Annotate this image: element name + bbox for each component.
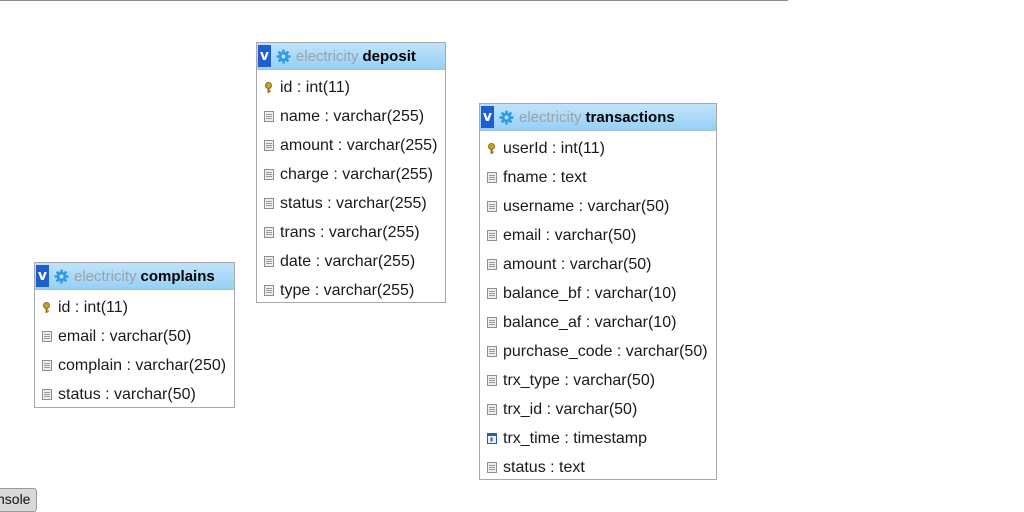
table-header[interactable]: v electricity complains: [35, 263, 234, 290]
column-icon: [486, 462, 497, 474]
column-row[interactable]: complain : varchar(250): [35, 351, 234, 380]
column-label: complain : varchar(250): [58, 356, 227, 374]
column-row[interactable]: status : text: [480, 453, 716, 482]
column-row[interactable]: balance_af : varchar(10): [480, 308, 716, 337]
gear-icon[interactable]: [275, 48, 291, 64]
table-name: transactions: [585, 108, 675, 126]
column-row[interactable]: amount : varchar(255): [257, 131, 445, 160]
primary-key-icon: [486, 142, 497, 155]
column-label: email : varchar(50): [503, 226, 637, 244]
table-header[interactable]: v electricity deposit: [257, 43, 445, 70]
column-icon: [263, 285, 274, 297]
column-row[interactable]: trx_time : timestamp: [480, 424, 716, 453]
column-icon: [486, 346, 497, 358]
column-icon: [486, 288, 497, 300]
column-row[interactable]: type : varchar(255): [257, 276, 445, 305]
column-label: balance_bf : varchar(10): [503, 284, 677, 302]
column-row[interactable]: name : varchar(255): [257, 102, 445, 131]
column-label: balance_af : varchar(10): [503, 313, 677, 331]
top-divider: [0, 0, 788, 1]
collapse-toggle-button[interactable]: v: [258, 45, 271, 67]
column-icon: [263, 227, 274, 239]
column-row[interactable]: email : varchar(50): [35, 322, 234, 351]
column-list: id : int(11) name : varchar(255) amount : …: [257, 70, 445, 305]
column-label: name : varchar(255): [280, 107, 425, 125]
column-row[interactable]: trx_type : varchar(50): [480, 366, 716, 395]
column-label: amount : varchar(255): [280, 136, 438, 154]
column-label: purchase_code : varchar(50): [503, 342, 708, 360]
column-icon: [263, 198, 274, 210]
column-icon: [41, 331, 52, 343]
column-label: id : int(11): [280, 78, 350, 96]
column-icon: [486, 259, 497, 271]
database-name: electricity: [296, 47, 359, 65]
column-label: id : int(11): [58, 298, 128, 316]
column-label: date : varchar(255): [280, 252, 416, 270]
column-label: username : varchar(50): [503, 197, 670, 215]
column-row[interactable]: amount : varchar(50): [480, 250, 716, 279]
collapse-toggle-button[interactable]: v: [481, 106, 494, 128]
column-row[interactable]: date : varchar(255): [257, 247, 445, 276]
database-name: electricity: [519, 108, 582, 126]
table-deposit[interactable]: v electricity deposit id : int(11) name :…: [256, 42, 446, 303]
timestamp-column-icon: [486, 433, 497, 445]
column-icon: [41, 389, 52, 401]
column-icon: [486, 201, 497, 213]
column-label: type : varchar(255): [280, 281, 415, 299]
column-label: charge : varchar(255): [280, 165, 433, 183]
column-row[interactable]: status : varchar(50): [35, 380, 234, 409]
column-row[interactable]: status : varchar(255): [257, 189, 445, 218]
collapse-toggle-button[interactable]: v: [36, 265, 49, 287]
column-icon: [263, 111, 274, 123]
console-button[interactable]: nsole: [0, 488, 38, 512]
column-label: status : varchar(255): [280, 194, 427, 212]
database-name: electricity: [74, 267, 137, 285]
column-row[interactable]: purchase_code : varchar(50): [480, 337, 716, 366]
column-row[interactable]: trans : varchar(255): [257, 218, 445, 247]
column-row[interactable]: balance_bf : varchar(10): [480, 279, 716, 308]
column-icon: [263, 256, 274, 268]
column-label: trx_time : timestamp: [503, 429, 648, 447]
column-label: trx_type : varchar(50): [503, 371, 656, 389]
column-label: amount : varchar(50): [503, 255, 652, 273]
table-name: deposit: [362, 47, 416, 65]
table-complains[interactable]: v electricity complains id : int(11) emai…: [34, 262, 235, 408]
column-label: fname : text: [503, 168, 587, 186]
table-name: complains: [140, 267, 215, 285]
column-row[interactable]: fname : text: [480, 163, 716, 192]
column-label: trans : varchar(255): [280, 223, 420, 241]
column-icon: [263, 169, 274, 181]
column-row[interactable]: email : varchar(50): [480, 221, 716, 250]
column-icon: [486, 404, 497, 416]
column-row[interactable]: username : varchar(50): [480, 192, 716, 221]
column-label: status : varchar(50): [58, 385, 196, 403]
column-icon: [486, 375, 497, 387]
column-row[interactable]: trx_id : varchar(50): [480, 395, 716, 424]
column-icon: [486, 172, 497, 184]
column-icon: [263, 140, 274, 152]
column-row[interactable]: userId : int(11): [480, 134, 716, 163]
table-transactions[interactable]: v electricity transactions userId : int(…: [479, 103, 717, 480]
column-list: id : int(11) email : varchar(50) complain …: [35, 290, 234, 409]
column-row[interactable]: charge : varchar(255): [257, 160, 445, 189]
column-label: email : varchar(50): [58, 327, 192, 345]
column-row[interactable]: id : int(11): [35, 293, 234, 322]
column-label: userId : int(11): [503, 139, 605, 157]
column-row[interactable]: id : int(11): [257, 73, 445, 102]
column-icon: [486, 317, 497, 329]
table-header[interactable]: v electricity transactions: [480, 104, 716, 131]
primary-key-icon: [263, 81, 274, 94]
primary-key-icon: [41, 301, 52, 314]
column-icon: [486, 230, 497, 242]
gear-icon[interactable]: [53, 268, 69, 284]
gear-icon[interactable]: [498, 109, 514, 125]
column-icon: [41, 360, 52, 372]
column-list: userId : int(11) fname : text username : v…: [480, 131, 716, 482]
column-label: status : text: [503, 458, 585, 476]
column-label: trx_id : varchar(50): [503, 400, 638, 418]
